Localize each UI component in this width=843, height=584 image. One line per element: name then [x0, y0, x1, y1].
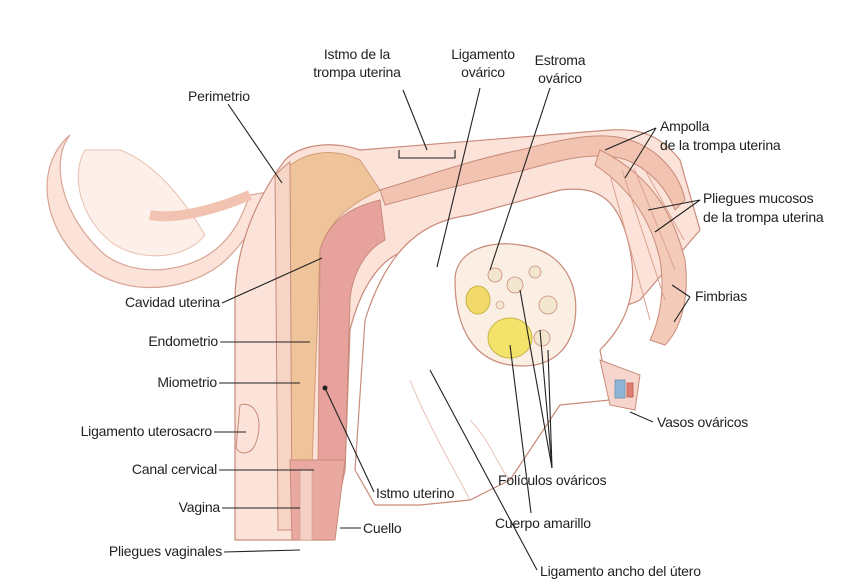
- label-pliegues-mucosos-line1: Pliegues mucosos: [703, 190, 813, 207]
- label-ligamento-ovarico-line2: ovárico: [443, 64, 523, 81]
- label-istmo-uterino: Istmo uterino: [376, 485, 454, 502]
- label-ampolla-line1: Ampolla: [660, 118, 709, 135]
- label-istmo-trompa-line2: trompa uterina: [302, 64, 412, 81]
- label-istmo-trompa-line1: Istmo de la: [302, 46, 412, 63]
- label-fimbrias: Fimbrias: [695, 288, 747, 305]
- label-perimetrio: Perimetrio: [188, 88, 250, 105]
- label-cuello: Cuello: [363, 520, 402, 537]
- label-pliegues-mucosos-line2: de la trompa uterina: [703, 209, 824, 226]
- label-cavidad-uterina: Cavidad uterina: [70, 294, 220, 311]
- label-endometrio: Endometrio: [70, 333, 218, 350]
- label-estroma-line2: ovárico: [520, 70, 600, 87]
- label-pliegues-vaginales: Pliegues vaginales: [60, 543, 222, 560]
- label-canal-cervical: Canal cervical: [70, 461, 217, 478]
- label-vasos-ovaricos: Vasos ováricos: [657, 414, 748, 431]
- label-foliculos-ovaricos: Folículos ováricos: [498, 472, 606, 489]
- label-estroma-line1: Estroma: [520, 52, 600, 69]
- label-ampolla-line2: de la trompa uterina: [660, 137, 781, 154]
- label-ligamento-ancho: Ligamento ancho del útero: [540, 563, 701, 580]
- label-vagina: Vagina: [70, 499, 220, 516]
- label-miometrio: Miometrio: [70, 374, 217, 391]
- label-cuerpo-amarillo: Cuerpo amarillo: [495, 515, 591, 532]
- label-ligamento-ovarico-line1: Ligamento: [443, 46, 523, 63]
- label-ligamento-uterosacro: Ligamento uterosacro: [40, 423, 212, 440]
- istmo-uterino-dot: [323, 386, 328, 391]
- ovarian-vessels: [600, 360, 640, 410]
